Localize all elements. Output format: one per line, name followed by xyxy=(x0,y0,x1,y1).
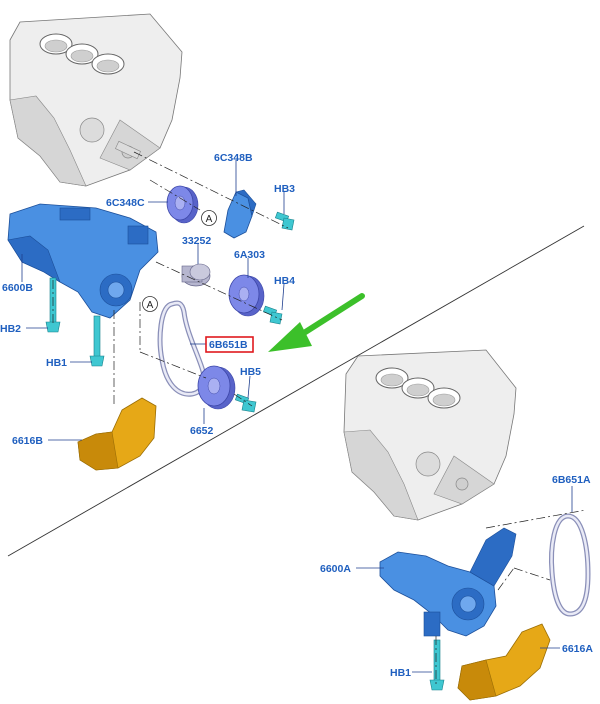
callout-6616A[interactable]: 6616A xyxy=(562,643,593,655)
spacer-33252 xyxy=(181,263,211,287)
callout-hb3[interactable]: HB3 xyxy=(274,183,295,195)
engine-block-upper xyxy=(9,13,183,187)
callout-6600A[interactable]: 6600A xyxy=(320,563,351,575)
bolt-hb1-lower xyxy=(429,639,445,691)
bolt-hb4 xyxy=(262,305,283,325)
centre-lines-lower xyxy=(435,509,587,684)
oil-pump-shield-6616A xyxy=(457,623,551,701)
chain-6B651B xyxy=(157,300,207,397)
svg-text:A: A xyxy=(206,214,213,225)
leader-lines-lower xyxy=(356,486,573,673)
leader-lines-upper xyxy=(21,160,285,441)
bolt-hb3 xyxy=(274,211,295,231)
bolt-hb1-upper xyxy=(89,315,105,367)
callout-hb1-lower[interactable]: HB1 xyxy=(390,667,411,679)
oil-pump-shield-6616B xyxy=(77,397,157,471)
callout-6C348C[interactable]: 6C348C xyxy=(106,197,145,209)
section-divider xyxy=(7,225,585,557)
callout-hb5[interactable]: HB5 xyxy=(240,366,261,378)
oil-pump-6600A xyxy=(379,527,517,637)
callout-6C348B[interactable]: 6C348B xyxy=(214,152,253,164)
highlight-box-6B651B xyxy=(205,336,254,353)
callout-6B651A[interactable]: 6B651A xyxy=(552,474,591,486)
callout-hb1-upper[interactable]: HB1 xyxy=(46,357,67,369)
pump-sprocket-6652 xyxy=(197,365,236,410)
reference-circle-a-1: A xyxy=(201,210,217,226)
callout-hb4[interactable]: HB4 xyxy=(274,275,295,287)
reference-circle-a-2: A xyxy=(142,296,158,312)
chain-6B651A xyxy=(549,513,591,617)
callout-hb2[interactable]: HB2 xyxy=(0,323,21,335)
centre-lines-upper xyxy=(52,151,289,407)
engine-block-lower xyxy=(343,349,517,521)
callout-6A303[interactable]: 6A303 xyxy=(234,249,265,261)
crank-sprocket-6C348C xyxy=(166,185,199,224)
callout-6B651B[interactable]: 6B651B xyxy=(209,339,248,351)
green-arrow-icon xyxy=(268,293,365,352)
callout-6652[interactable]: 6652 xyxy=(190,425,214,437)
oil-pump-6600B xyxy=(7,203,159,319)
callout-6600B[interactable]: 6600B xyxy=(2,282,33,294)
sprocket-cover-6C348B xyxy=(223,189,257,239)
svg-text:A: A xyxy=(147,300,154,311)
callout-33252[interactable]: 33252 xyxy=(182,235,211,247)
callout-6616B[interactable]: 6616B xyxy=(12,435,43,447)
sprocket-6A303 xyxy=(228,274,265,317)
